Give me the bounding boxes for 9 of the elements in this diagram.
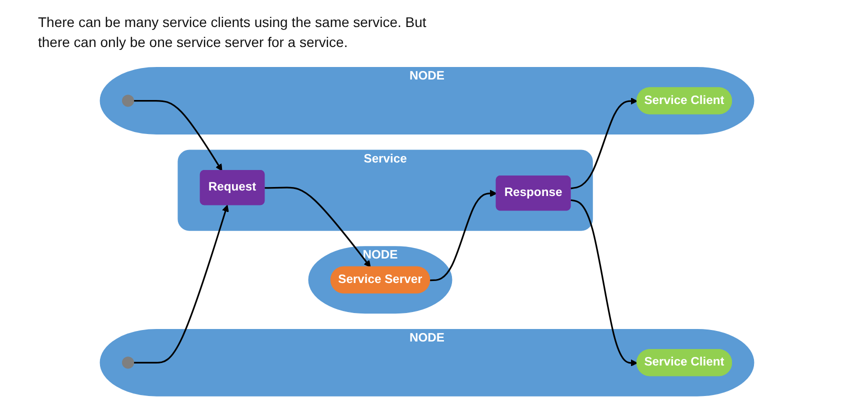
node-circle: [122, 94, 134, 106]
arrow: [570, 97, 638, 189]
arrow: [430, 189, 497, 281]
node-circle: [122, 356, 134, 368]
note-text: There can be many service clients using the same service. But there can only be one service server for a service.: [38, 13, 428, 52]
arrow: [264, 186, 371, 268]
arrow: [134, 100, 222, 171]
arrow: [570, 198, 638, 366]
arrow: [134, 204, 229, 364]
